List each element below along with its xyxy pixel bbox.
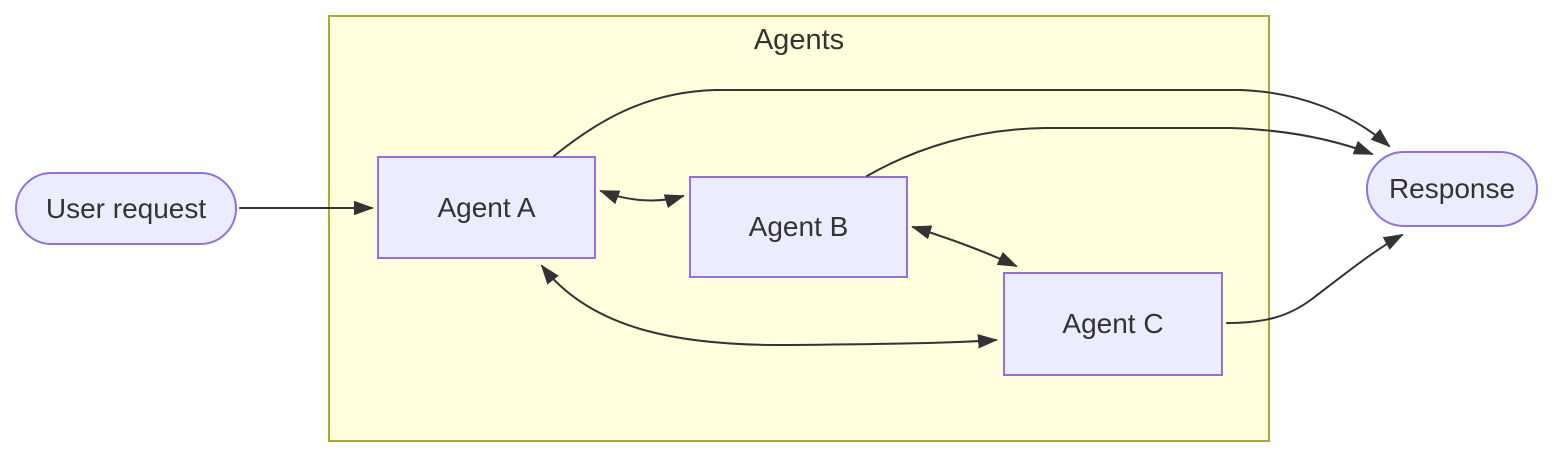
node-agent-a: Agent A [377,156,596,259]
node-response: Response [1366,151,1538,227]
agents-cluster-title: Agents [753,24,845,56]
node-user-request-label: User request [45,192,207,224]
node-agent-c-label: Agent C [1062,308,1164,339]
node-agent-b: Agent B [689,176,908,278]
node-agent-b-label: Agent B [748,211,849,242]
node-user-request: User request [15,172,237,245]
node-agent-a-label: Agent A [437,191,536,223]
node-response-label: Response [1388,173,1516,204]
node-agent-c: Agent C [1003,272,1223,376]
